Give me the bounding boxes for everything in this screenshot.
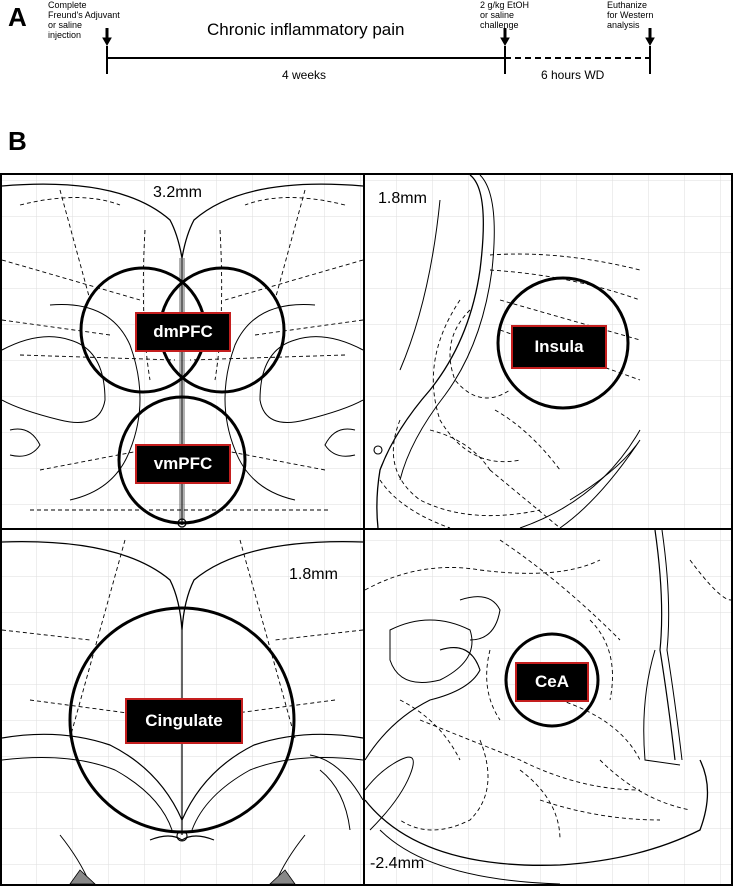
- panel-b-letter: B: [8, 126, 27, 156]
- region-label-cingulate: Cingulate: [125, 698, 243, 744]
- amygdala-atlas-drawing: [365, 530, 731, 884]
- region-label-dmpfc: dmPFC: [135, 312, 231, 352]
- region-label-vmpfc: vmPFC: [135, 444, 231, 484]
- coordinate-label-cingulate: 1.8mm: [289, 566, 338, 583]
- injection-arrow-icon: [102, 37, 112, 47]
- timeline-title: Chronic inflammatory pain: [207, 20, 405, 39]
- region-circles: [68, 266, 630, 834]
- coordinate-label-cea: -2.4mm: [370, 855, 425, 872]
- event-challenge-label: 2 g/kg EtOH or saline challenge: [480, 0, 530, 30]
- region-label-insula: Insula: [511, 325, 607, 369]
- cea-circle: [504, 632, 600, 728]
- period-6-hours-wd: 6 hours WD: [541, 68, 605, 82]
- coordinate-label-insula: 1.8mm: [378, 190, 427, 207]
- period-4-weeks: 4 weeks: [282, 68, 327, 82]
- insula-circle: [496, 276, 630, 410]
- challenge-arrow-icon: [500, 37, 510, 47]
- cingulate-circle: [68, 606, 296, 834]
- euthanize-arrow-icon: [645, 37, 655, 47]
- event-injection-label: Complete Freund's Adjuvant or saline inj…: [48, 0, 120, 40]
- pfc-atlas-drawing: [2, 183, 363, 528]
- vmpfc-circle: [117, 395, 247, 525]
- region-label-cea: CeA: [515, 662, 589, 702]
- panel-borders: [0, 173, 733, 886]
- panel-a-letter: A: [8, 2, 27, 32]
- timeline: [102, 28, 655, 74]
- coordinate-label-pfc: 3.2mm: [153, 184, 202, 201]
- event-euthanize-label: Euthanize for Western analysis: [607, 0, 654, 30]
- section-cea-background: [365, 530, 731, 884]
